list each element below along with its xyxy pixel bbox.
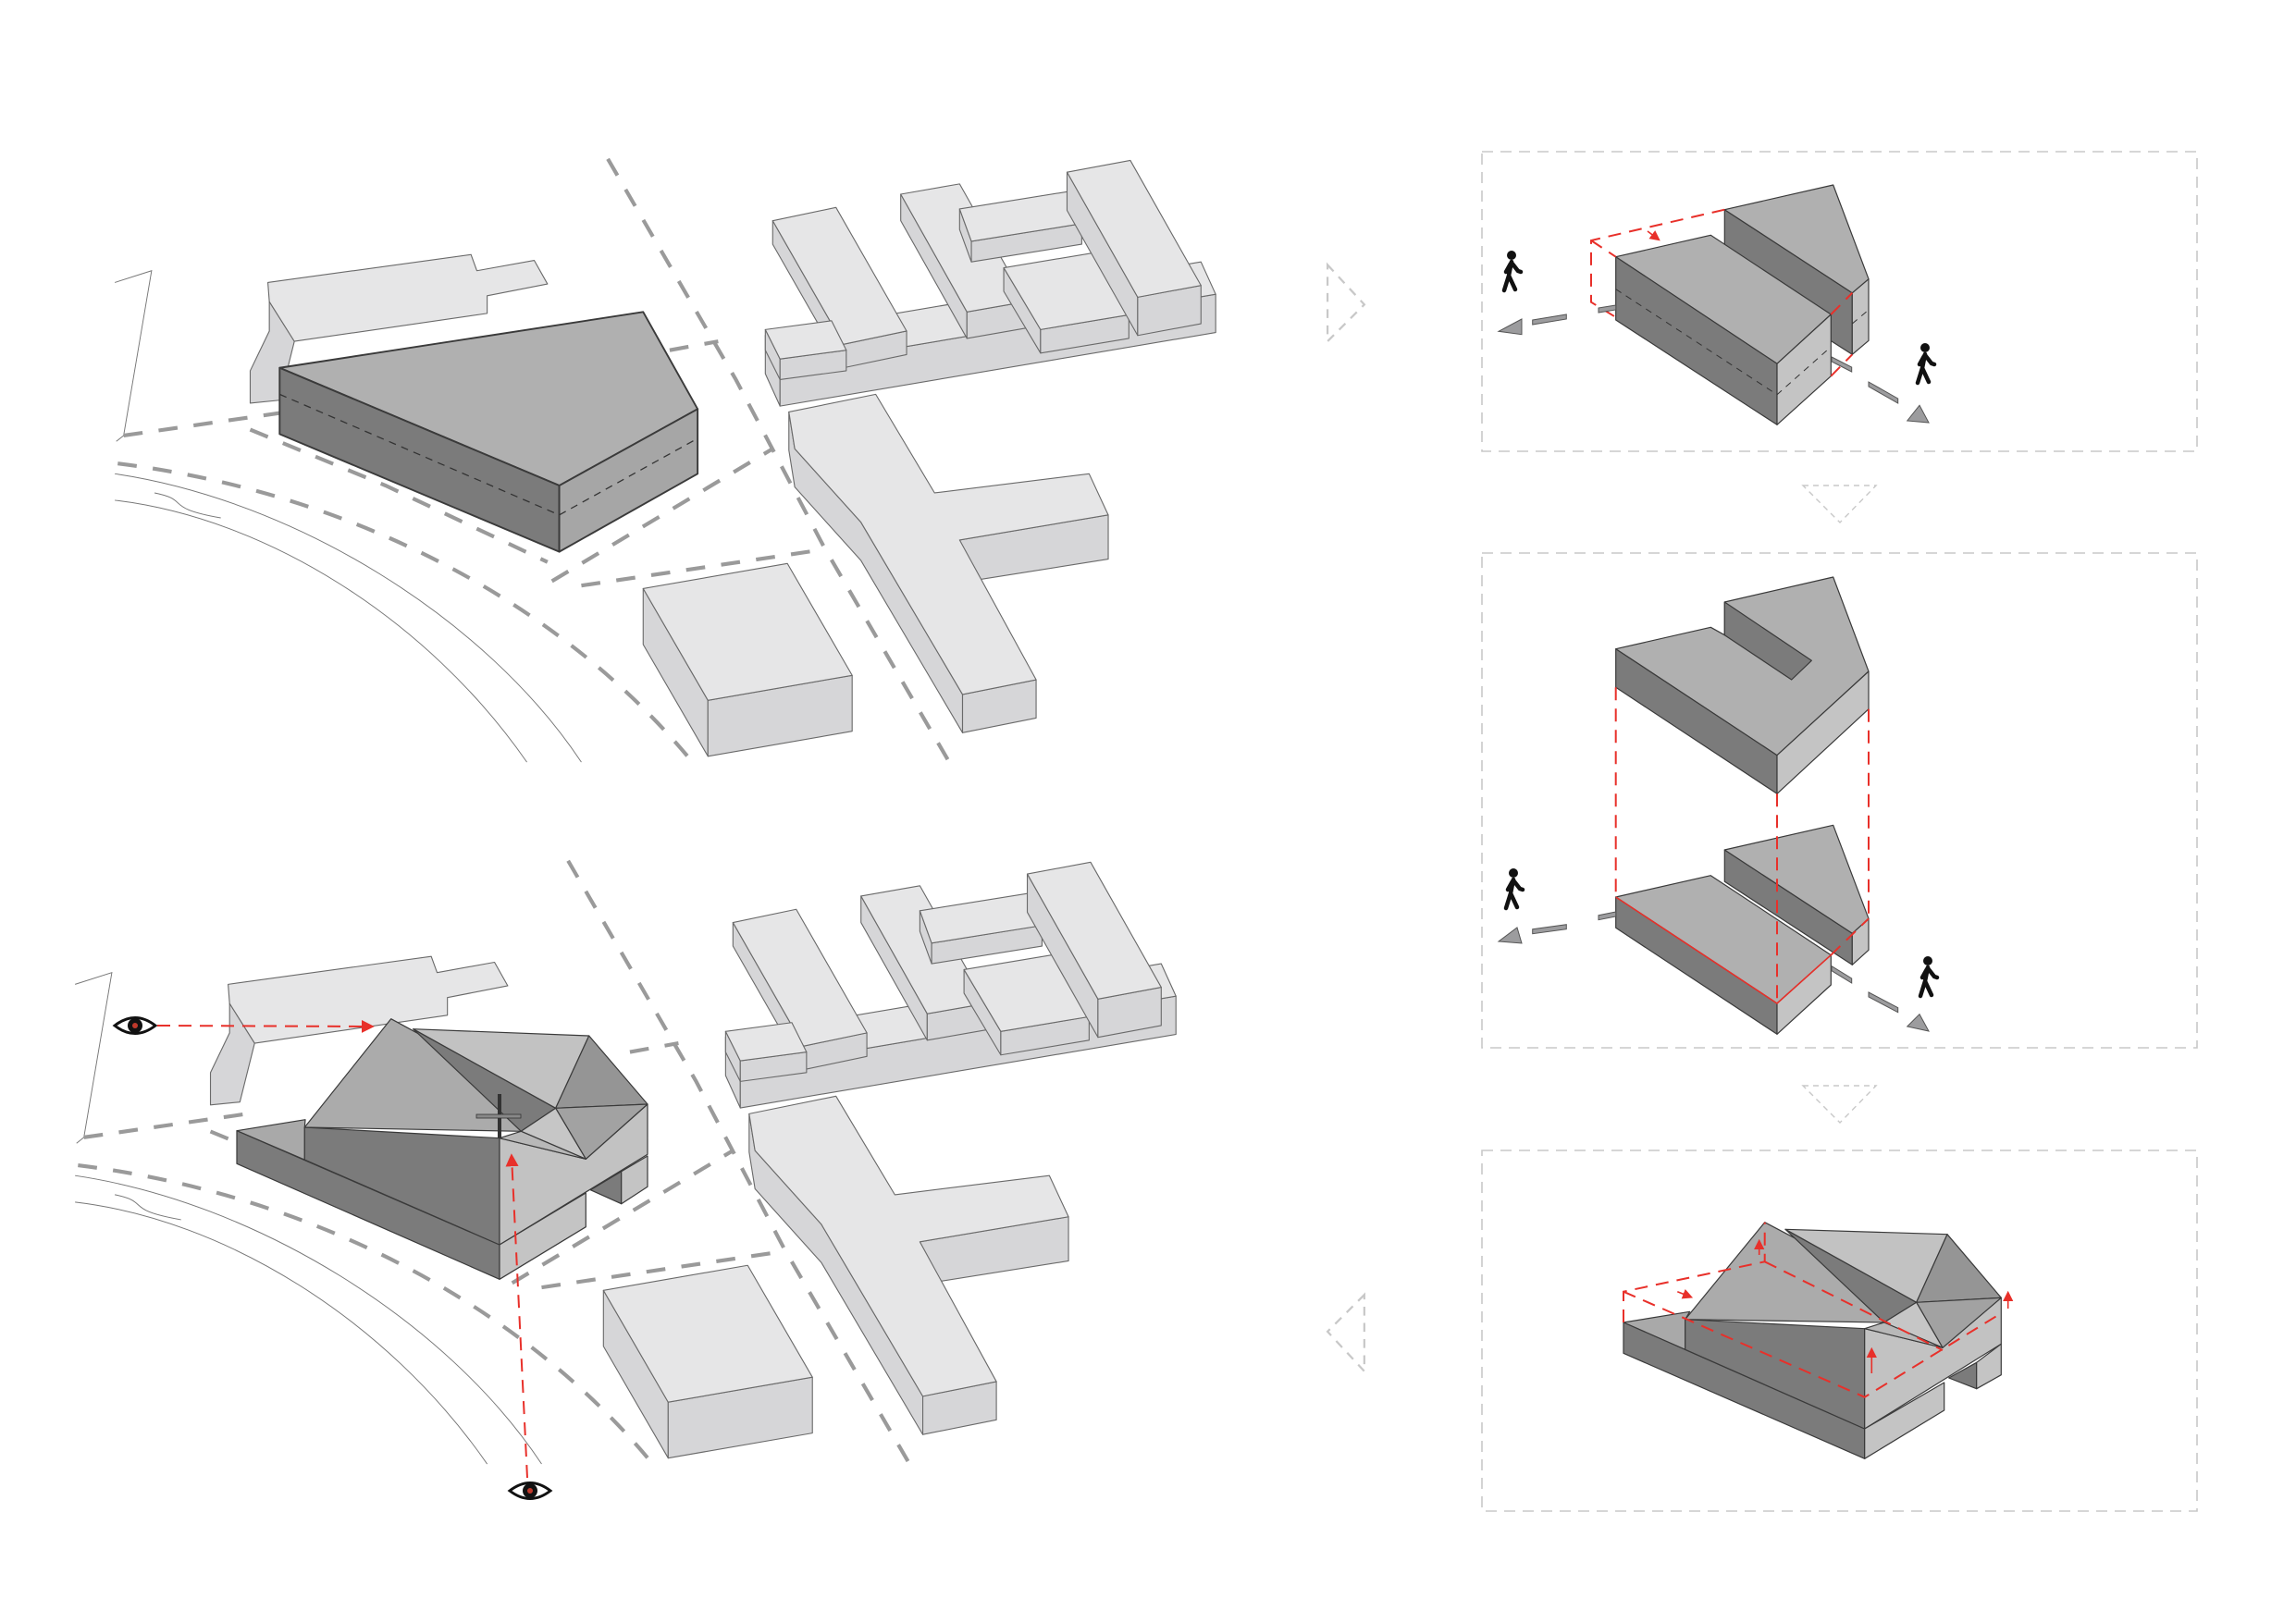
existing-building-mass xyxy=(278,311,699,553)
step-2-panel xyxy=(1481,552,2198,1049)
pedestrian-icon xyxy=(1920,956,1937,996)
path-arrow-right xyxy=(1831,356,1930,424)
eye-icon xyxy=(508,1482,552,1500)
panel-frame xyxy=(1481,552,2198,1049)
panel-frame xyxy=(1481,151,2198,452)
direction-arrow-icon xyxy=(1497,927,1523,944)
building-face xyxy=(1066,159,1202,298)
arrow-left-icon xyxy=(1326,1292,1365,1374)
arrow-down-icon xyxy=(1801,1085,1878,1124)
site-context xyxy=(114,157,1216,764)
building-face xyxy=(788,393,1109,695)
street-lines xyxy=(114,270,582,763)
cross-icon xyxy=(475,1094,522,1138)
dashed-paths xyxy=(117,157,951,764)
building-face xyxy=(267,253,549,342)
direction-arrow-icon xyxy=(1906,404,1930,424)
pedestrian-icon xyxy=(1918,343,1934,383)
direction-arrow-icon xyxy=(1906,1013,1930,1032)
step-1-panel xyxy=(1481,151,2198,452)
direction-arrow-icon xyxy=(1497,318,1523,336)
building-face xyxy=(772,206,907,345)
view-lines xyxy=(113,1016,552,1500)
pedestrian-icon xyxy=(1506,868,1523,908)
arrow-right-icon xyxy=(1326,262,1366,344)
context-buildings xyxy=(249,159,1216,757)
step-3-panel xyxy=(1481,1150,2198,1512)
proposed-church-building xyxy=(236,1018,648,1280)
panel-frame xyxy=(1481,1150,2198,1512)
path-arrow-left xyxy=(1497,304,1617,336)
pedestrian-icon xyxy=(1504,251,1521,290)
building-face xyxy=(642,562,853,701)
arrow-down-icon xyxy=(1801,485,1878,523)
building-face xyxy=(764,320,847,360)
eye-icon xyxy=(113,1016,157,1035)
